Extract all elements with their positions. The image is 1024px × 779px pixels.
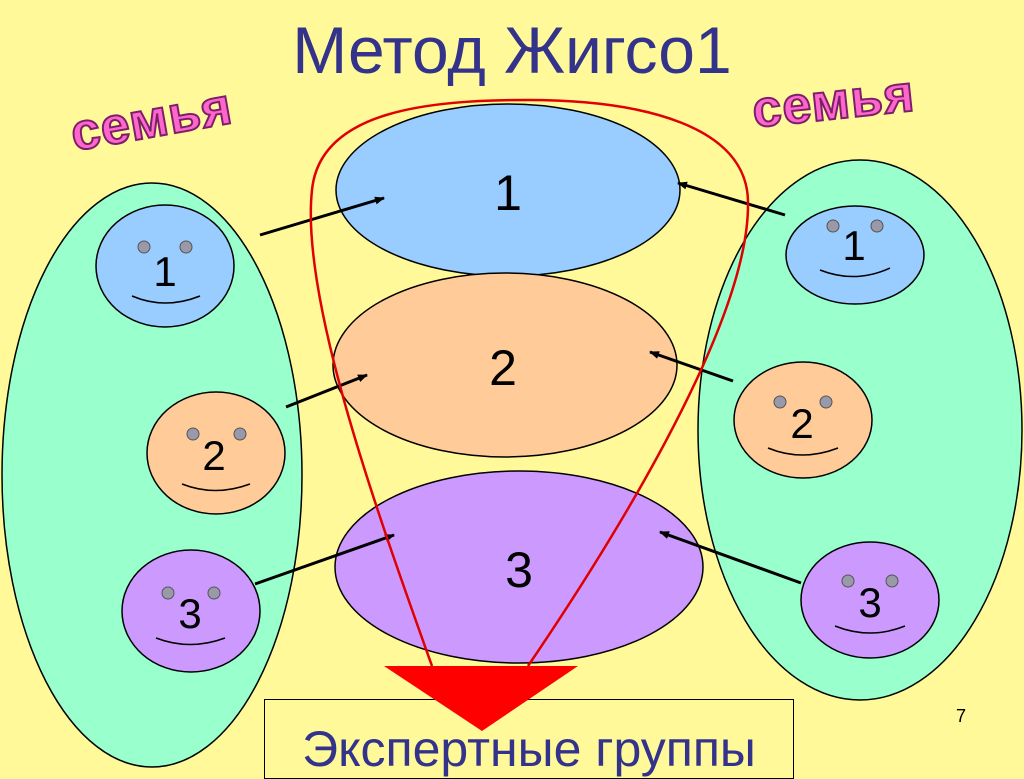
eye-icon	[233, 427, 247, 441]
left-member-2-label: 2	[202, 432, 225, 479]
expert-group-1-label: 1	[494, 165, 522, 221]
smile-icon	[834, 625, 906, 634]
eye-icon	[179, 240, 193, 254]
eye-icon	[207, 586, 221, 600]
arrow-right-3	[659, 530, 802, 585]
arrow-right-1	[677, 181, 786, 217]
eye-icon	[161, 586, 175, 600]
arrow-right-2	[649, 350, 734, 383]
eye-icon	[773, 395, 787, 409]
right-member-1-face: 1	[785, 205, 925, 305]
left-member-1-face: 1	[95, 204, 235, 328]
expert-group-2-label: 2	[489, 340, 517, 396]
smile-icon	[819, 267, 891, 278]
left-member-3-face: 3	[121, 549, 261, 673]
eye-icon	[137, 240, 151, 254]
expert-group-2	[332, 272, 678, 458]
eye-icon	[819, 395, 833, 409]
right-member-3-face: 3	[800, 541, 940, 659]
left-member-2-face: 2	[146, 391, 286, 515]
eye-icon	[826, 219, 840, 233]
eye-icon	[870, 219, 884, 233]
left-member-3-label: 3	[178, 590, 201, 637]
right-member-2-label: 2	[790, 400, 813, 447]
smile-icon	[181, 483, 251, 492]
eye-icon	[186, 427, 200, 441]
right-member-3-label: 3	[858, 579, 881, 626]
right-member-2-face: 2	[733, 361, 873, 479]
slide-title: Метод Жигсо1	[292, 13, 732, 87]
right-member-1-label: 1	[842, 222, 865, 269]
arrow-left-3	[254, 533, 395, 586]
footer-box: Экспертные группы	[264, 699, 794, 779]
expert-group-3-label: 3	[505, 542, 533, 598]
smile-icon	[767, 447, 839, 456]
smile-icon	[131, 295, 201, 304]
arrow-left-1	[259, 196, 385, 237]
expert-group-3	[334, 470, 704, 664]
eye-icon	[885, 574, 899, 588]
smile-icon	[155, 637, 226, 646]
footer-label: Экспертные группы	[302, 721, 756, 777]
page-number: 7	[955, 706, 966, 726]
left-member-1-label: 1	[153, 248, 176, 295]
eye-icon	[841, 574, 855, 588]
expert-funnel-outline	[309, 98, 750, 667]
arrow-left-2	[285, 373, 368, 409]
